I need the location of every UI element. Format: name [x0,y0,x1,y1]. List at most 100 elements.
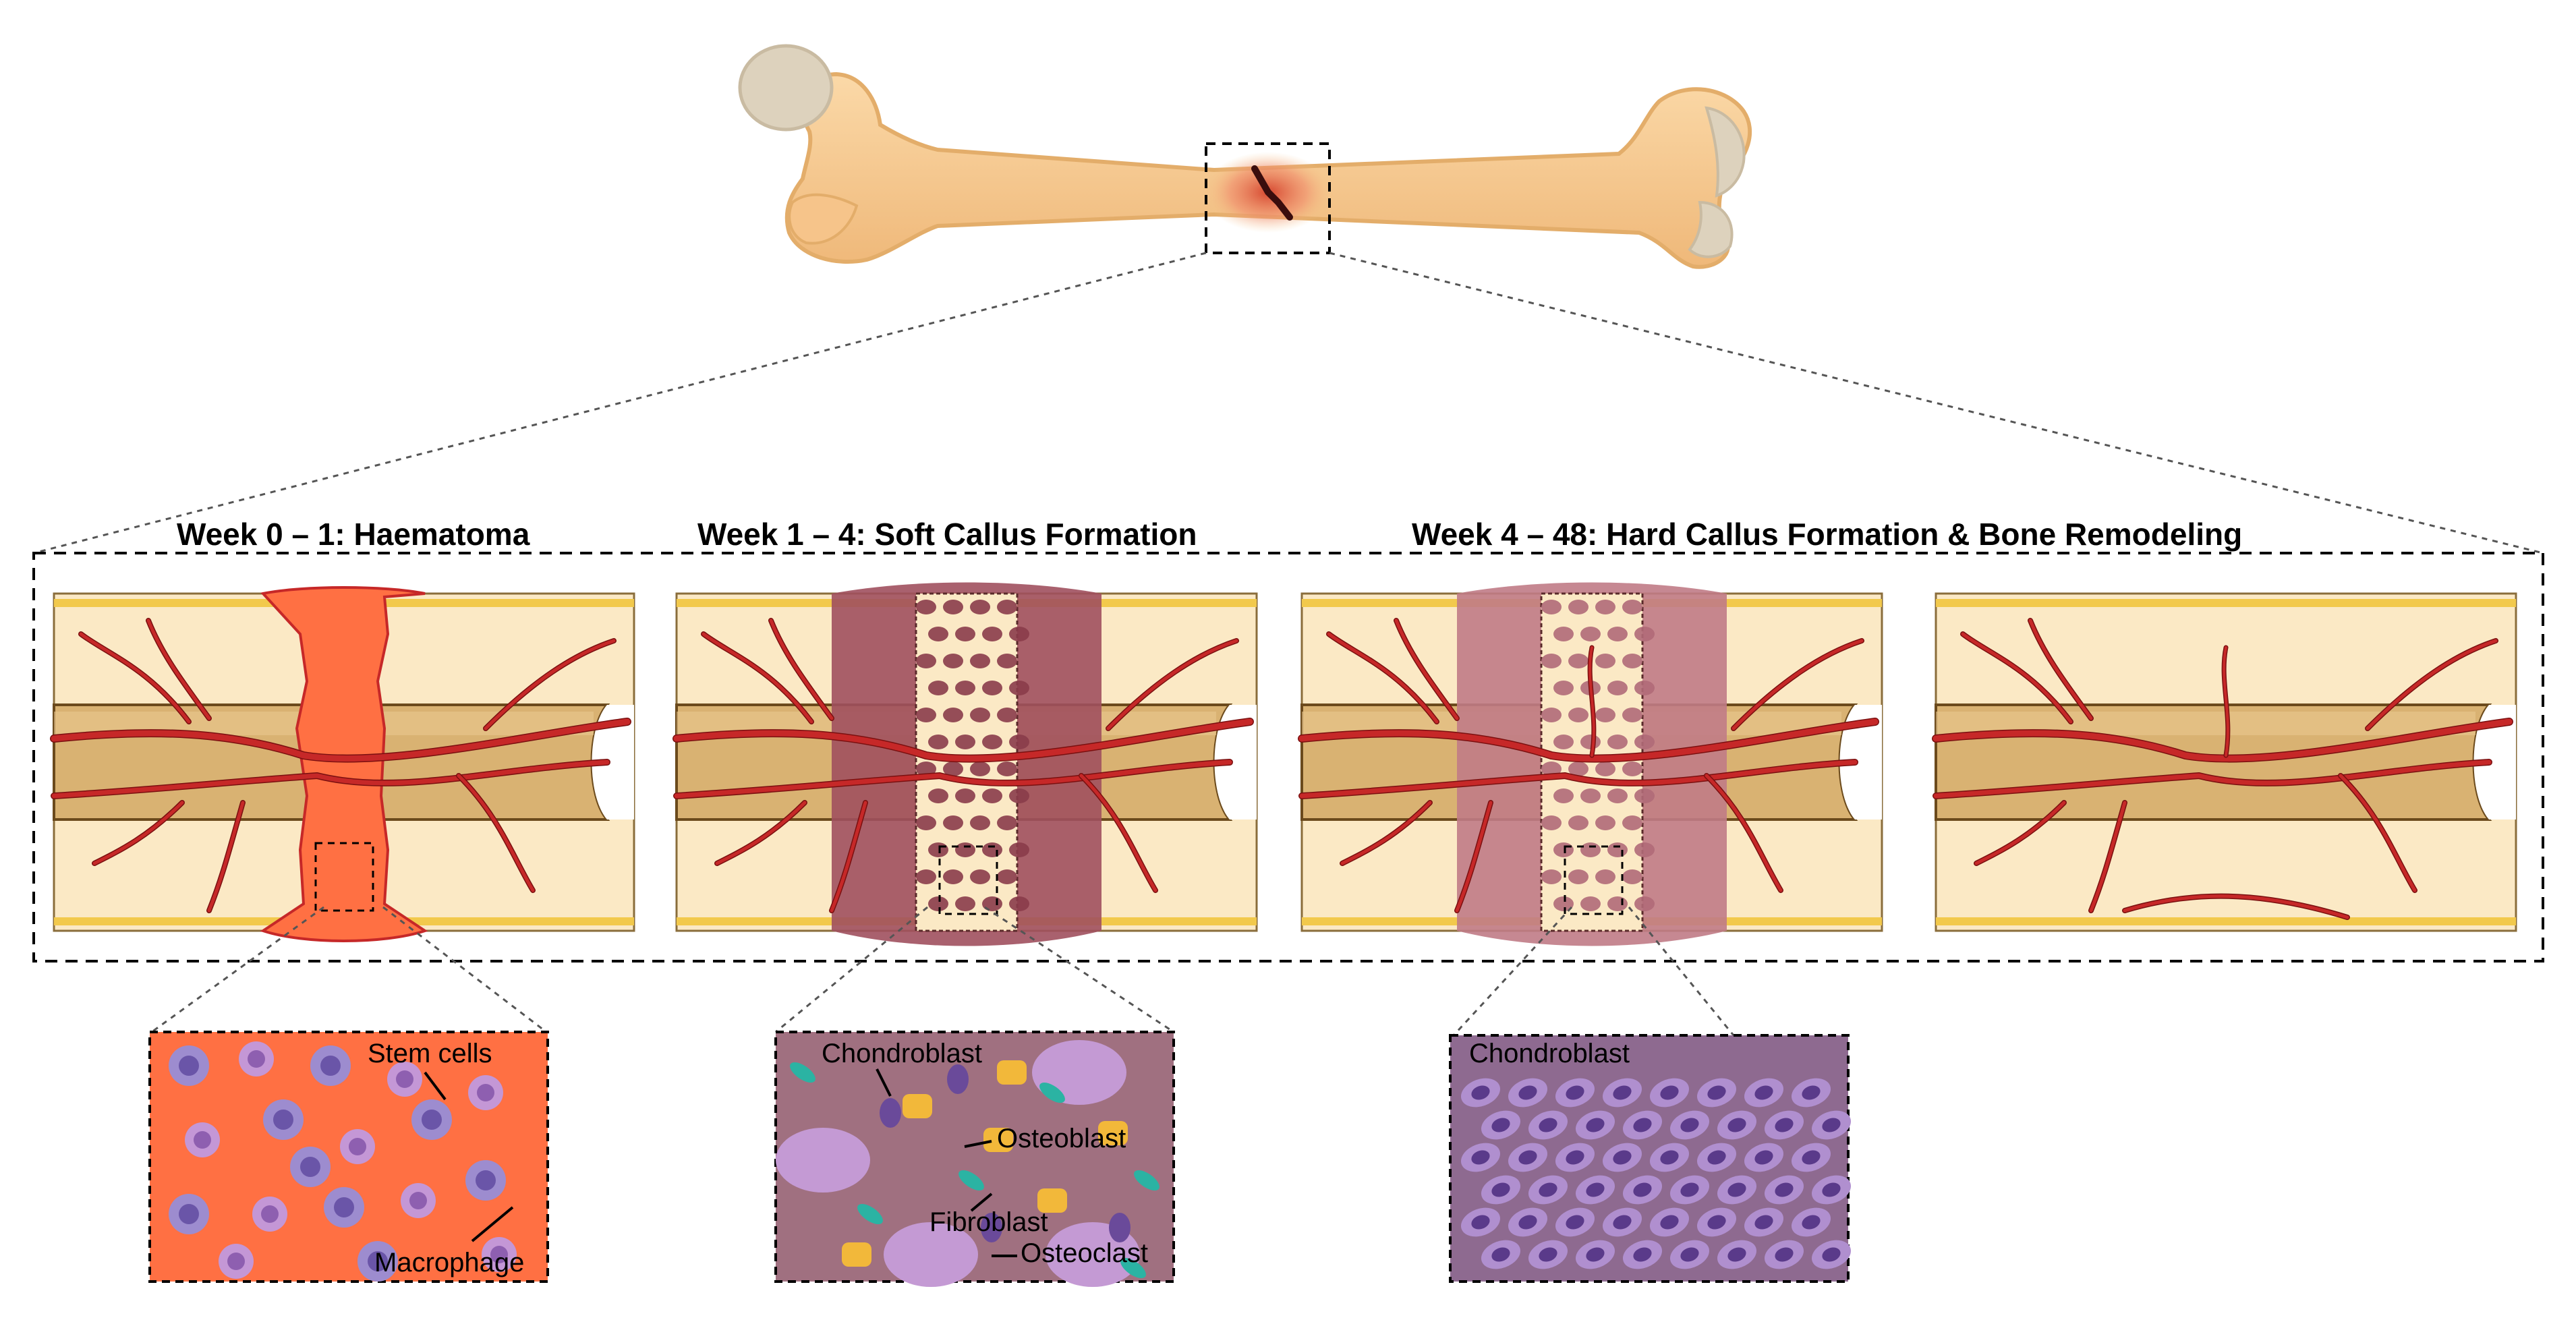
trabecula [1622,869,1642,884]
vessel-branch-d [1455,801,1493,913]
marrow-end-cut [1214,705,1257,820]
trabecula [1634,681,1655,695]
trabecula [1622,654,1642,668]
vessel-branch-d [207,801,245,913]
trabecula [1009,681,1029,695]
chondrocyte-nucleus [1775,1182,1794,1197]
vessel-lower [674,759,1232,799]
trabecula [1541,654,1562,668]
chondrocyte-nucleus [1707,1085,1726,1100]
femoral-condyle-cartilage-2 [1688,200,1734,258]
chondrocyte-nucleus [1822,1182,1841,1197]
trabecula [1553,896,1574,911]
stem-cell-nucleus [194,1131,211,1149]
chondrocyte-nucleus [1566,1150,1584,1165]
vessel-branch-b [769,619,834,720]
trabecula [928,681,948,695]
trabecula [928,896,948,911]
trabecula [1553,735,1574,749]
stem-cell-nucleus [261,1205,279,1223]
trabecula [1541,708,1562,722]
trabecula [982,627,1002,641]
label-chondroblast: Chondroblast [822,1039,982,1068]
chondrocyte-nucleus [1613,1085,1632,1100]
vessel-main [51,718,631,762]
trabecula [1553,788,1574,803]
vessel-branch-b [1394,619,1459,720]
haematoma-zoom-box [314,842,374,912]
femoral-head [738,44,834,132]
macrophage-cell-nucleus [320,1056,341,1076]
trabecula [997,761,1017,776]
trabecula [955,627,975,641]
trabecula [1568,815,1588,830]
macrophage-cell-nucleus [179,1056,199,1076]
vessel-branch-c [1974,801,2066,865]
fibroblast-cell [1134,1170,1160,1191]
haematoma-clot [260,586,428,942]
vessel-new [2223,646,2229,757]
trabecula [1595,869,1615,884]
trabecula [1009,627,1029,641]
trabecula [1568,869,1588,884]
trabecula [1634,842,1655,857]
vessel-branch-a [79,632,191,724]
trabecula [955,896,975,911]
trabecula [916,869,936,884]
chondrocyte-nucleus [1471,1215,1490,1230]
trabecula [1607,896,1628,911]
trabecula [1595,600,1615,614]
vessel-lower [1299,759,1858,799]
stage-panel-4 [1932,592,2517,932]
trabecula [1595,708,1615,722]
trabecula [1541,815,1562,830]
chondrocyte-nucleus [1660,1215,1679,1230]
osteoblast-cell [983,1128,1013,1152]
macrophage-cell-nucleus [179,1204,199,1224]
chondrocyte-nucleus [1754,1150,1773,1165]
chondrocyte-nucleus [1566,1215,1584,1230]
vessel-remodel [2123,894,2349,919]
osteoblast-cell [903,1094,932,1118]
stem-cell-nucleus [477,1084,494,1101]
chondrocyte-nucleus [1539,1247,1557,1262]
trabecula [982,681,1002,695]
stem-cell-nucleus [248,1050,265,1068]
vessel-branch-b [146,619,211,720]
chondrocyte-nucleus [1680,1182,1699,1197]
trabecula [943,708,963,722]
trabecula [955,842,975,857]
femoral-condyle-cartilage [1705,106,1746,198]
trabecula [982,788,1002,803]
marrow-end-cut [592,705,634,820]
trabecula [1009,842,1029,857]
trabecula [1541,761,1562,776]
vessel-branch-d [830,801,867,913]
inset-zoom-lines [151,906,1735,1037]
trabecula [982,735,1002,749]
chondrocyte-nucleus [1660,1150,1679,1165]
trabecula [1622,761,1642,776]
femur-bone [738,44,1752,269]
trabecula [943,869,963,884]
chondroblast-cell [981,1213,1002,1242]
fracture-line [1251,165,1293,221]
osteoblast-cell [1037,1188,1067,1213]
chondrocyte-nucleus [1539,1118,1557,1132]
trabecula [997,600,1017,614]
trabecula [1568,654,1588,668]
label-stem-cells: Stem cells [368,1039,492,1068]
chondrocyte-nucleus [1822,1247,1841,1262]
vessel-main [1298,718,1879,762]
arrow-stem-cells [424,1071,447,1101]
stage-title-haematoma: Week 0 – 1: Haematoma [177,517,530,552]
trabecula [970,654,990,668]
trabecula [943,600,963,614]
chondrocyte-nucleus [1471,1085,1490,1100]
trabecula [1541,869,1562,884]
vessel-branch-c [1340,801,1432,865]
arrow-macrophage [471,1206,514,1242]
trabecula [1553,842,1574,857]
trabecula [1607,735,1628,749]
